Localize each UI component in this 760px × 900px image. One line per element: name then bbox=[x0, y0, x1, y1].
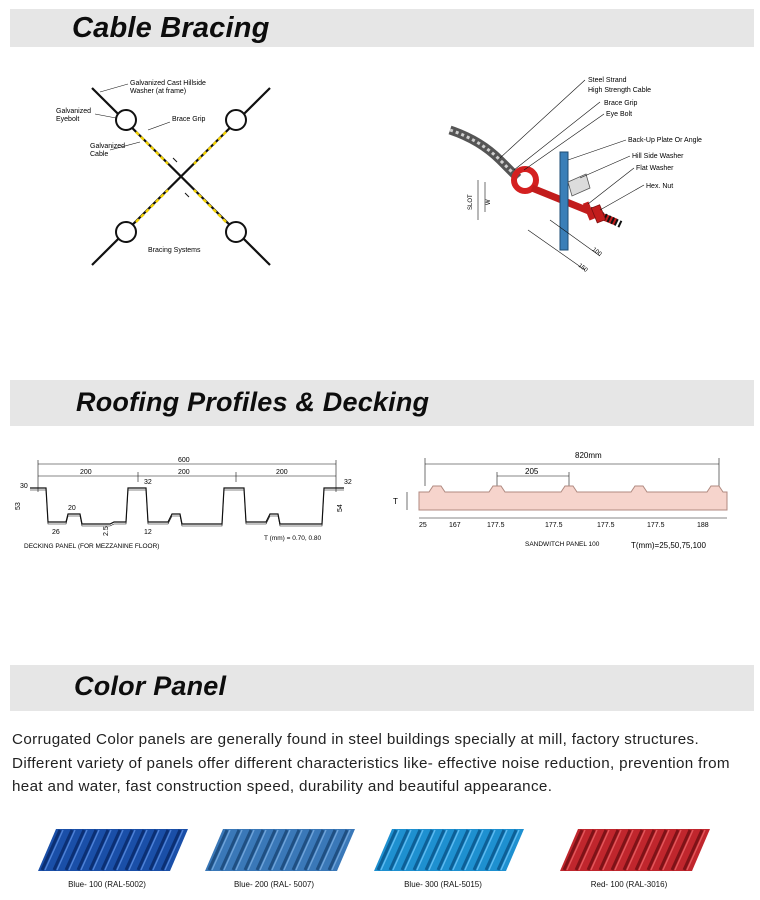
dim-t: T bbox=[393, 497, 398, 506]
color-swatch-3 bbox=[374, 825, 524, 880]
section-title-roofing: Roofing Profiles & Decking bbox=[76, 387, 430, 417]
brace-grip-ll bbox=[135, 189, 169, 223]
color-panel-description: Corrugated Color panels are generally fo… bbox=[12, 731, 730, 795]
dim-200-c: 200 bbox=[276, 469, 288, 476]
dim-177-5-a: 177.5 bbox=[487, 522, 505, 529]
color-swatch-label-4: Red- 100 (RAL-3016) bbox=[590, 880, 668, 889]
label-cable-2: Cable bbox=[90, 151, 108, 158]
sandwich-panel-body bbox=[418, 485, 728, 511]
label-eyebolt-2: Eyebolt bbox=[56, 116, 79, 123]
decking-thickness: T (mm) = 0.70, 0.80 bbox=[264, 535, 322, 542]
dim-54: 54 bbox=[337, 504, 344, 512]
hill-side-washer bbox=[567, 173, 591, 197]
dim-12: 12 bbox=[144, 529, 152, 536]
label-150: 150 bbox=[577, 263, 589, 274]
color-swatch-label-2: Blue- 200 (RAL- 5007) bbox=[233, 880, 315, 889]
brace-grip-ul bbox=[135, 131, 169, 165]
cable-bracing-diagram: Galvanized Cast Hillside Washer (at fram… bbox=[56, 80, 271, 266]
flat-washer bbox=[582, 201, 596, 221]
label-hill-side-washer: Hill Side Washer bbox=[632, 153, 684, 160]
brace-grip-lr bbox=[193, 189, 227, 223]
dim-53: 53 bbox=[15, 502, 22, 510]
sandwich-thickness: T(mm)=25,50,75,100 bbox=[631, 541, 706, 550]
eyebolt-ring-lr bbox=[225, 221, 247, 243]
color-swatch-2 bbox=[205, 825, 355, 880]
section-title-color-panel: Color Panel bbox=[74, 671, 227, 701]
label-steel-strand: Steel Strand bbox=[588, 77, 627, 84]
dim-188: 188 bbox=[697, 522, 709, 529]
label-washer-2: Washer (at frame) bbox=[130, 88, 186, 95]
dim-25: 25 bbox=[419, 522, 427, 529]
brace-grip-ur bbox=[193, 131, 227, 165]
decking-profile-line bbox=[30, 487, 344, 525]
sandwich-caption: SANDWITCH PANEL 100 bbox=[525, 541, 600, 548]
label-hex-nut: Hex. Nut bbox=[646, 183, 673, 190]
color-swatch-label-3: Blue- 300 (RAL-5015) bbox=[404, 880, 482, 889]
dim-167: 167 bbox=[449, 522, 461, 529]
dim-26: 26 bbox=[52, 529, 60, 536]
decking-caption: DECKING PANEL (FOR MEZZANINE FLOOR) bbox=[24, 543, 159, 550]
section-header-cable-bracing: Cable Bracing bbox=[10, 9, 754, 47]
dim-2-5: 2.5 bbox=[103, 526, 110, 536]
steel-strand-cable bbox=[448, 125, 522, 182]
color-swatch-4 bbox=[560, 825, 710, 880]
dim-20: 20 bbox=[68, 505, 76, 512]
label-washer: Galvanized Cast Hillside bbox=[130, 80, 206, 87]
eyebolt-ring-ul bbox=[115, 109, 137, 131]
dim-177-5-d: 177.5 bbox=[647, 522, 665, 529]
section-header-roofing: Roofing Profiles & Decking bbox=[10, 380, 754, 426]
section-title-cable-bracing: Cable Bracing bbox=[72, 12, 270, 44]
eyebolt-ring-ur bbox=[225, 109, 247, 131]
sandwich-panel-diagram: 820mm 205 T 25 167 177.5 177.5 177.5 177… bbox=[393, 451, 728, 550]
dim-177-5-b: 177.5 bbox=[545, 522, 563, 529]
label-brace-grip: Brace Grip bbox=[172, 116, 206, 123]
label-bracing-systems: Bracing Systems bbox=[148, 247, 201, 254]
dim-32-b: 32 bbox=[344, 479, 352, 486]
label-flat-washer: Flat Washer bbox=[636, 165, 674, 172]
dim-205: 205 bbox=[525, 467, 539, 476]
dim-200-b: 200 bbox=[178, 469, 190, 476]
eyebolt-ring-ll bbox=[115, 221, 137, 243]
label-w: W bbox=[486, 199, 492, 205]
label-cable: Galvanized bbox=[90, 143, 125, 150]
dim-600: 600 bbox=[178, 457, 190, 464]
label-brace-grip-right: Brace Grip bbox=[604, 100, 638, 107]
color-swatch-1 bbox=[38, 825, 188, 880]
label-eye-bolt: Eye Bolt bbox=[606, 111, 632, 118]
hex-nut bbox=[590, 204, 607, 224]
label-slot: SLOT bbox=[468, 194, 474, 210]
dim-32-a: 32 bbox=[144, 479, 152, 486]
label-100: 100 bbox=[591, 247, 603, 258]
dim-200-a: 200 bbox=[80, 469, 92, 476]
eyebolt-detail-diagram: SLOT W 150 100 Steel Strand High Strengt… bbox=[448, 77, 702, 274]
dim-177-5-c: 177.5 bbox=[597, 522, 615, 529]
label-back-up-plate: Back-Up Plate Or Angle bbox=[628, 137, 702, 144]
back-up-plate bbox=[559, 151, 569, 251]
label-high-strength-cable: High Strength Cable bbox=[588, 87, 651, 94]
decking-panel-diagram: 600 200 200 200 30 32 32 53 54 20 26 2.5… bbox=[15, 457, 352, 550]
dim-820mm: 820mm bbox=[575, 451, 602, 460]
section-header-color-panel: Color Panel bbox=[10, 665, 754, 711]
label-eyebolt: Galvanized bbox=[56, 108, 91, 115]
dim-30: 30 bbox=[20, 483, 28, 490]
color-swatch-label-1: Blue- 100 (RAL-5002) bbox=[68, 880, 146, 889]
